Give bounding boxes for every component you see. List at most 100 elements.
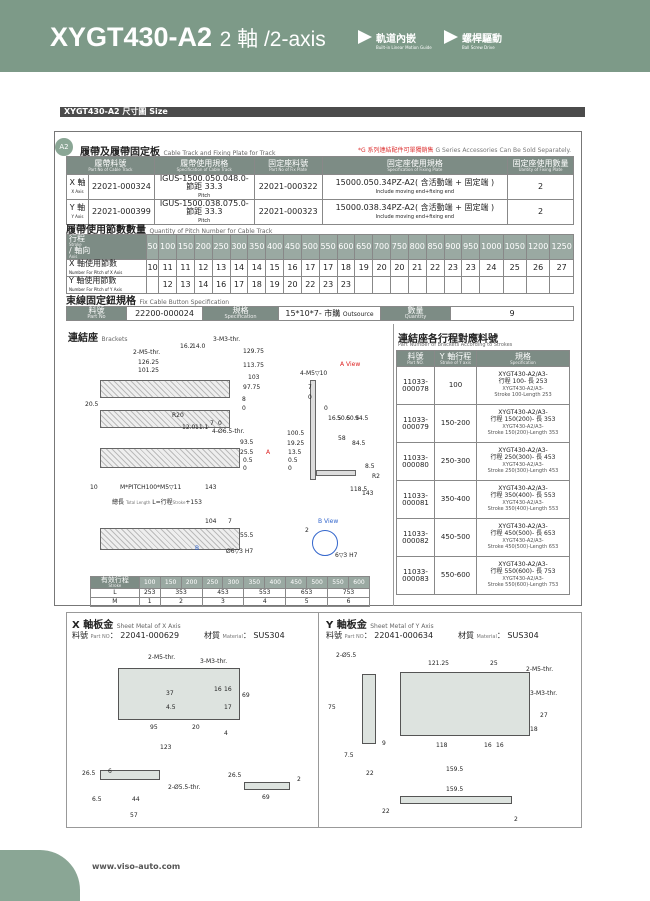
table-cell [145, 276, 160, 294]
table-cell: 9 [450, 306, 574, 321]
table-cell: 1000 [479, 234, 504, 260]
dim: 3-M3-thr. [213, 336, 241, 343]
table-cell: 15000.050.34PZ-A2( 含活動端 + 固定端 )Include m… [321, 174, 509, 200]
dim: 2 [297, 776, 301, 783]
strokes-title: 連結座各行程對應料號 [398, 334, 498, 345]
bracket-front-view [100, 448, 240, 468]
table-cell: 15*10*7- 市購 Outsource [278, 306, 381, 321]
table-cell: 300 [222, 576, 245, 589]
dim: 17 [224, 704, 232, 711]
footer-url: www.viso-auto.com [92, 862, 181, 871]
table-cell: 350 [243, 576, 266, 589]
table-cell: 3 [201, 597, 245, 607]
table-cell: 20 [283, 276, 302, 294]
dim: 25 [490, 660, 498, 667]
button-table: 料號 Part No 22200-000024 規格 Specification… [66, 306, 574, 321]
dim: 121.25 [428, 660, 449, 667]
dim: 93.5 [240, 439, 254, 446]
dim: 0 [218, 420, 222, 427]
table-cell: 150-200 [434, 404, 477, 443]
table-cell: 100 [158, 234, 178, 260]
table-cell [525, 276, 551, 294]
dim: 0 [243, 465, 247, 472]
y-plate-area [318, 612, 582, 828]
table-cell: 750 [390, 234, 409, 260]
dim: 7 [308, 384, 312, 391]
dim: 8.5 [365, 463, 375, 470]
dim: 7.5 [344, 752, 354, 759]
table-cell: 650 [354, 234, 374, 260]
dim: 0 [288, 465, 292, 472]
dim: R20 [172, 412, 184, 419]
table-cell: 22021-000323 [253, 199, 323, 225]
pitch-title: 履帶使用節數數量 Quantity of Pitch Number for Ca… [66, 225, 273, 236]
table-cell: 19 [354, 259, 374, 277]
dim: 0.5 [243, 457, 253, 464]
table-cell: 450 [285, 576, 308, 589]
y-plate-material: 材質 Material： SUS304 [458, 631, 539, 640]
dim: 44 [132, 796, 140, 803]
table-cell [461, 276, 481, 294]
dim: 69 [262, 794, 270, 801]
dim: 11.1 [195, 424, 209, 431]
dim: 84.5 [352, 440, 366, 447]
dim: 16 [484, 742, 492, 749]
table-cell: L [90, 588, 140, 598]
table-cell: 800 [407, 234, 427, 260]
dim: 18 [530, 726, 538, 733]
table-cell: 400 [264, 576, 287, 589]
table-cell: 有效行程 Stroke [90, 576, 140, 589]
table-cell [354, 276, 374, 294]
dim: 19.25 [287, 440, 305, 447]
button-title: 束線固定鈕規格 Fix Cable Button Specification [66, 296, 230, 307]
dim: 16.5 [328, 415, 342, 422]
brackets-area [66, 324, 394, 606]
section-title: XYGT430-A2 尺寸圖 Size [60, 107, 585, 117]
table-cell: 11033-000078 [396, 366, 435, 405]
y-plate-drawing [400, 672, 530, 736]
strokes-title-en: Part Number of Brackets According to Str… [398, 342, 513, 348]
dim: 16.2 [180, 343, 194, 350]
table-cell: 16 [283, 259, 302, 277]
table-cell: 150 [159, 576, 182, 589]
dim: 22 [382, 808, 390, 815]
y-plate-bend [400, 796, 512, 804]
dim: 22 [366, 770, 374, 777]
table-cell: 25 [502, 259, 527, 277]
x-plate-bend [244, 782, 290, 790]
dim: 27 [540, 712, 548, 719]
dim: 104 [205, 518, 217, 525]
dim: 0 [324, 405, 328, 412]
dim: 143 [362, 490, 374, 497]
model-title: XYGT430-A2 2 軸 /2-axis [50, 22, 326, 52]
table-cell: 500 [306, 576, 329, 589]
table-cell: 18 [247, 276, 267, 294]
table-cell: 11 [158, 259, 178, 277]
dim: 2-M5-thr. [526, 666, 554, 673]
y-plate-title: Y 軸板金 Sheet Metal of Y Axis [326, 620, 434, 631]
dim: 113.75 [243, 362, 264, 369]
dim: 10 [90, 484, 98, 491]
table-cell: 10 [145, 259, 160, 277]
a-view-label: A View [340, 361, 361, 368]
table-cell: 13 [176, 276, 195, 294]
a-view-foot [316, 470, 356, 476]
table-cell: 11033-000081 [396, 480, 435, 519]
table-cell [372, 276, 392, 294]
dim: 60.5 [346, 415, 360, 422]
y-plate-side [362, 674, 376, 744]
brackets-title: 連結座 Brackets [68, 333, 128, 344]
